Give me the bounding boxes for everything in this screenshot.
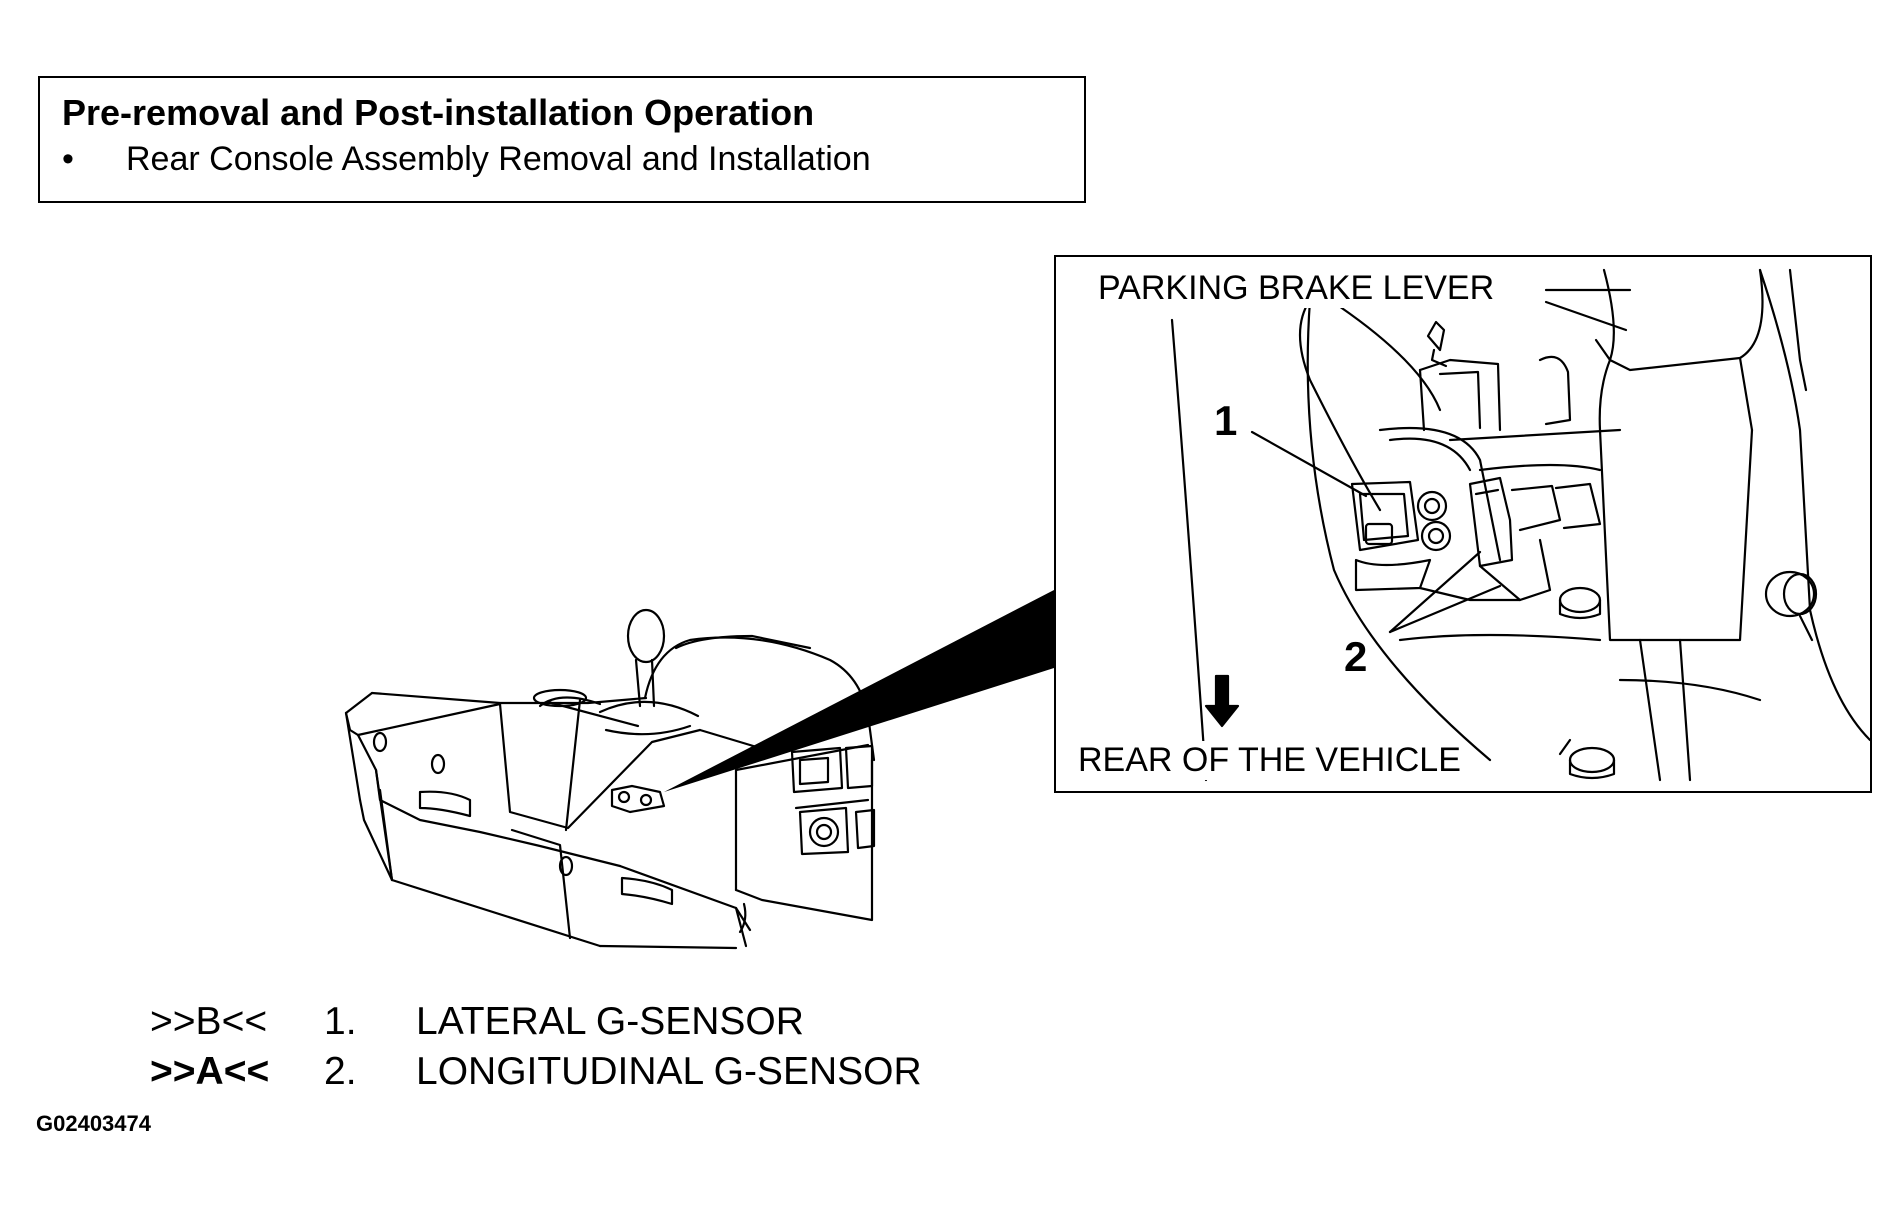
arrow-down-icon xyxy=(1204,674,1240,728)
leader-line-2a xyxy=(1388,550,1482,634)
legend-ref: >>B<< xyxy=(150,1000,268,1043)
legend-number: 1. xyxy=(324,1000,357,1043)
legend-part-name: LONGITUDINAL G-SENSOR xyxy=(416,1050,922,1093)
legend-part-name: LATERAL G-SENSOR xyxy=(416,1000,804,1043)
parking-brake-lever-label: PARKING BRAKE LEVER xyxy=(1096,269,1497,308)
bullet-icon: • xyxy=(62,140,74,178)
rear-of-vehicle-label: REAR OF THE VEHICLE xyxy=(1076,741,1463,780)
inset-artwork xyxy=(1170,268,1870,782)
leader-line-2b xyxy=(1388,584,1502,634)
leader-line-lever xyxy=(1544,288,1632,332)
legend-number: 2. xyxy=(324,1050,357,1093)
operation-box: Pre-removal and Post-installation Operat… xyxy=(38,76,1086,203)
operation-title: Pre-removal and Post-installation Operat… xyxy=(62,92,815,133)
operation-item-text: Rear Console Assembly Removal and Instal… xyxy=(126,140,871,178)
leader-line-1 xyxy=(1250,430,1368,498)
legend-ref: >>A<< xyxy=(150,1050,270,1093)
callout-2: 2 xyxy=(1344,633,1368,680)
figure-code: G02403474 xyxy=(36,1111,151,1136)
console-assembly-drawing xyxy=(344,608,876,950)
operation-item: • Rear Console Assembly Removal and Insta… xyxy=(62,140,871,179)
callout-1: 1 xyxy=(1214,397,1238,444)
detail-inset: PARKING BRAKE LEVER REAR OF THE VEHICLE … xyxy=(1054,255,1872,793)
